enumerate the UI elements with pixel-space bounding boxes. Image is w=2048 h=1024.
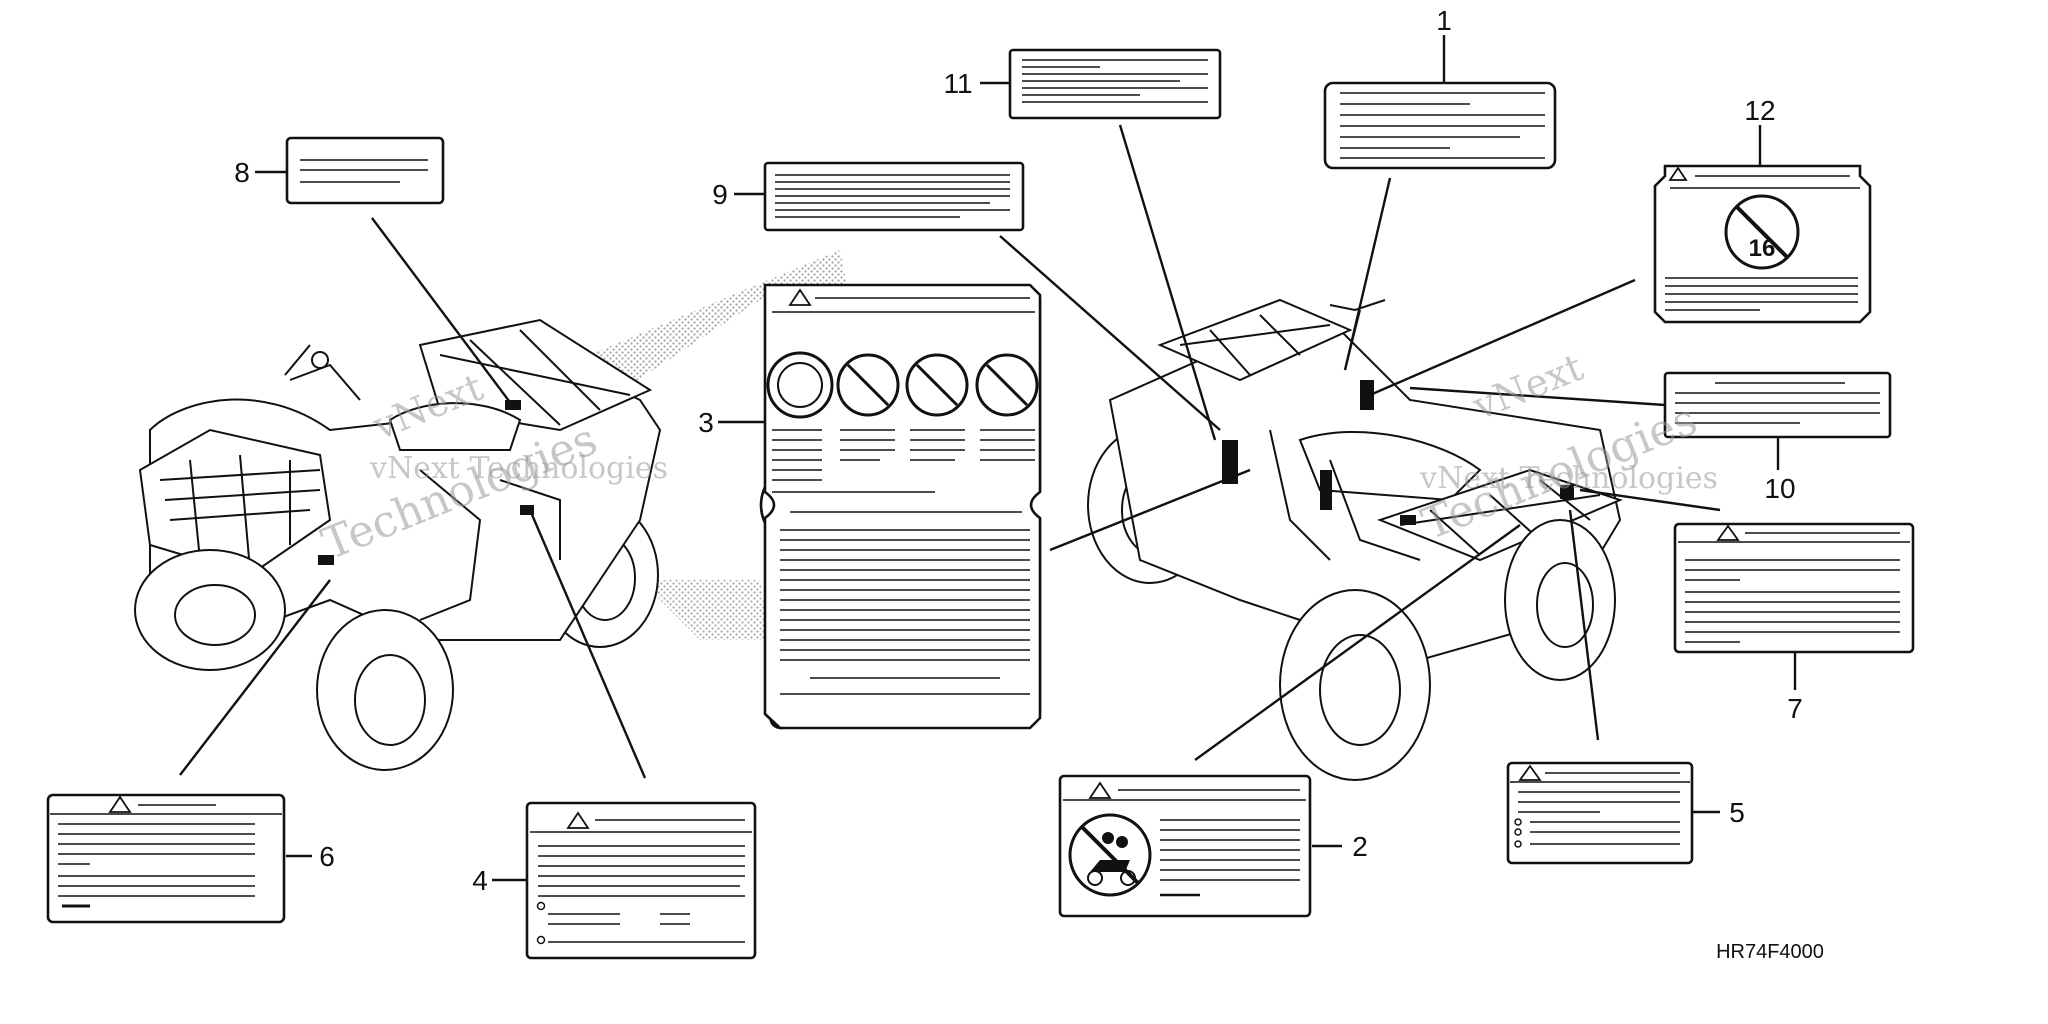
callout-8: 8 [234, 157, 250, 188]
atv-rear-view [1087, 298, 1623, 781]
prohibition-icon [905, 353, 969, 417]
label-3 [759, 283, 1042, 730]
callout-10: 10 [1764, 473, 1795, 504]
label-2 [1058, 774, 1312, 918]
callout-1: 1 [1436, 5, 1452, 36]
atv-front-view [134, 318, 662, 771]
callout-6: 6 [319, 841, 335, 872]
prohibition-icon [836, 353, 900, 417]
label-11 [1008, 48, 1222, 120]
no-passenger-icon [1068, 813, 1152, 897]
part-code: HR74F4000 [1716, 941, 1824, 963]
callout-11: 11 [943, 68, 972, 99]
warning-triangle-icon [566, 811, 590, 829]
callout-3: 3 [698, 407, 714, 438]
warning-triangle-icon [1716, 524, 1740, 541]
age-16-prohibition-icon: 16 [1724, 194, 1800, 270]
watermark-vnext-right: vNext [1466, 345, 1589, 429]
watermark-line-left: vNext Technologies [369, 451, 668, 486]
label-4 [525, 801, 757, 960]
callout-ticks [255, 35, 1797, 882]
warning-triangle-icon [788, 288, 812, 306]
callout-2: 2 [1352, 831, 1368, 862]
callout-12: 12 [1744, 95, 1775, 126]
warning-triangle-icon [1518, 764, 1542, 781]
warning-triangle-icon [1088, 781, 1112, 799]
watermark-line-right: vNext Technologies [1419, 461, 1718, 496]
label-10 [1663, 371, 1892, 439]
callout-7: 7 [1787, 693, 1803, 724]
warning-triangle-icon [1668, 166, 1688, 181]
callout-4: 4 [472, 865, 488, 896]
prohibition-icon [766, 351, 834, 419]
callout-5: 5 [1729, 797, 1745, 828]
prohibition-icon [975, 353, 1039, 417]
label-6 [46, 793, 286, 924]
warning-triangle-icon [108, 795, 132, 813]
label-8 [285, 136, 445, 205]
label-7 [1673, 522, 1915, 654]
leader-lines [179, 124, 1721, 779]
label-5 [1506, 761, 1694, 865]
age-16-text: 16 [1749, 235, 1776, 262]
label-1 [1323, 81, 1557, 170]
label-9 [763, 161, 1025, 232]
callout-9: 9 [712, 179, 728, 210]
label-12: 16 [1653, 164, 1872, 324]
